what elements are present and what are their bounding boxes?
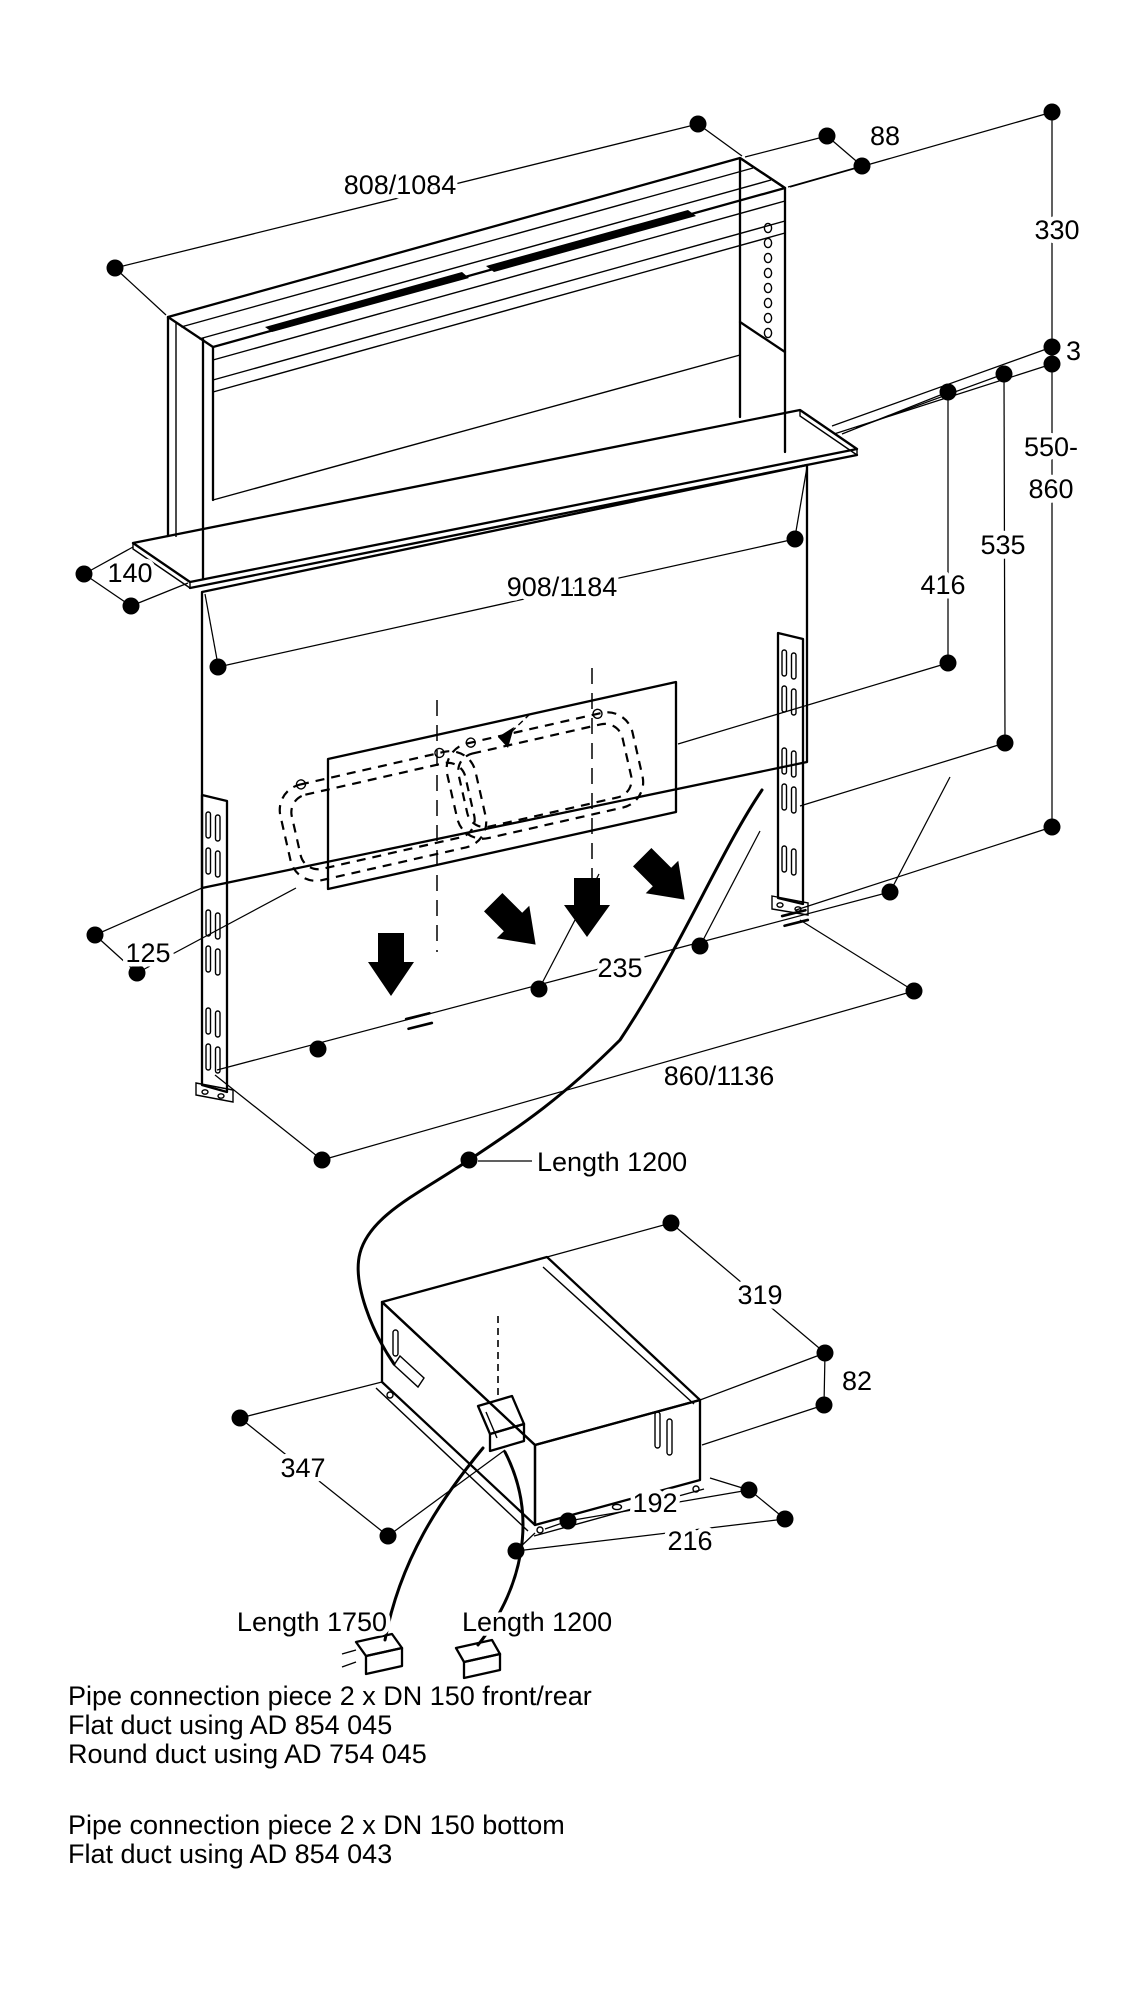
blower-cord — [454, 1450, 525, 1680]
dim-blower-front: 347 — [231, 1381, 506, 1545]
arrow-down-2 — [564, 878, 610, 937]
note-line-1: Pipe connection piece 2 x DN 150 front/r… — [68, 1681, 592, 1711]
dim-label-hood-depth: 88 — [870, 121, 900, 151]
dim-plate-thickness: 3 — [831, 332, 1086, 435]
dim-cutout-height: 416 — [677, 383, 970, 745]
base-strip — [131, 408, 859, 590]
dim-label-blower-inner-width: 192 — [632, 1488, 677, 1518]
flat-duct-right — [445, 708, 645, 840]
equal-sign-right — [780, 908, 810, 928]
airflow-arrows — [368, 848, 685, 996]
note-line-5: Flat duct using AD 854 043 — [68, 1839, 392, 1869]
dim-blower-depth: 319 — [546, 1214, 834, 1401]
flat-duct-left — [278, 747, 488, 882]
dim-label-blower-depth: 319 — [737, 1280, 782, 1310]
dim-label-install-height-2: 860 — [1028, 474, 1073, 504]
dim-rail-span: 860/1136 — [214, 919, 923, 1169]
dim-label-control-cable: Length 1200 — [537, 1147, 687, 1177]
plug-prong — [341, 1661, 357, 1668]
dim-label-hood-height: 330 — [1034, 215, 1079, 245]
control-cable — [356, 788, 764, 1366]
equal-sign-left — [404, 1011, 434, 1031]
dim-label-hood-width: 808/1084 — [344, 170, 457, 200]
bottom-connector — [476, 1394, 526, 1453]
dim-label-blower-height: 82 — [842, 1366, 872, 1396]
dim-label-rail-offset: 125 — [125, 938, 170, 968]
cutout-template — [326, 680, 678, 891]
notes-block: Pipe connection piece 2 x DN 150 front/r… — [68, 1681, 592, 1869]
dim-label-power-cord: Length 1750 — [237, 1607, 387, 1637]
dim-install-height: 550- 860 — [795, 364, 1083, 911]
dim-blower-inner-width: 192 — [544, 1477, 758, 1530]
dim-hood-depth: 88 — [744, 117, 905, 188]
power-cord — [341, 1446, 485, 1676]
dim-label-rail-height: 535 — [980, 530, 1025, 560]
note-line-3: Round duct using AD 754 045 — [68, 1739, 427, 1769]
arrow-down-1 — [368, 933, 414, 996]
dim-plate-width: 908/1184 — [204, 466, 808, 676]
dim-rail-height: 535 — [799, 365, 1030, 807]
dim-label-plate-thickness: 3 — [1066, 336, 1081, 366]
dim-duct-spacing: 235 — [216, 776, 951, 1071]
dim-label-duct-spacing: 235 — [597, 953, 642, 983]
dim-label-install-height-1: 550- — [1024, 432, 1078, 462]
note-line-2: Flat duct using AD 854 045 — [68, 1710, 392, 1740]
dim-hood-height: 330 — [789, 103, 1084, 356]
dim-label-blower-outer-width: 216 — [667, 1526, 712, 1556]
mounting-rail-right — [771, 631, 809, 916]
dim-label-plate-width: 908/1184 — [507, 572, 618, 602]
plug-prong — [341, 1649, 357, 1655]
dim-plate-depth: 140 — [75, 546, 189, 615]
dim-blower-height: 82 — [701, 1352, 877, 1446]
dim-label-cutout-height: 416 — [920, 570, 965, 600]
dim-label-rail-span: 860/1136 — [664, 1061, 775, 1091]
mounting-rail-left — [195, 793, 234, 1103]
dim-label-blower-front: 347 — [280, 1453, 325, 1483]
duct-joint-arrow — [498, 713, 531, 748]
dim-control-cable: Length 1200 — [460, 1143, 692, 1182]
hood-body — [166, 156, 787, 581]
dim-hood-width: 808/1084 — [106, 115, 743, 316]
dim-blower-outer-width: 216 — [507, 1491, 794, 1561]
endcap-vent-holes — [763, 222, 773, 339]
note-line-4: Pipe connection piece 2 x DN 150 bottom — [68, 1810, 565, 1840]
dim-label-blower-cord: Length 1200 — [462, 1607, 612, 1637]
arrow-diag-2 — [633, 848, 685, 900]
wall-panel — [200, 463, 809, 952]
cable-socket — [393, 1354, 425, 1389]
arrow-diag-1 — [484, 893, 536, 945]
dim-rail-offset: 125 — [86, 887, 297, 982]
dim-label-plate-depth: 140 — [107, 558, 152, 588]
